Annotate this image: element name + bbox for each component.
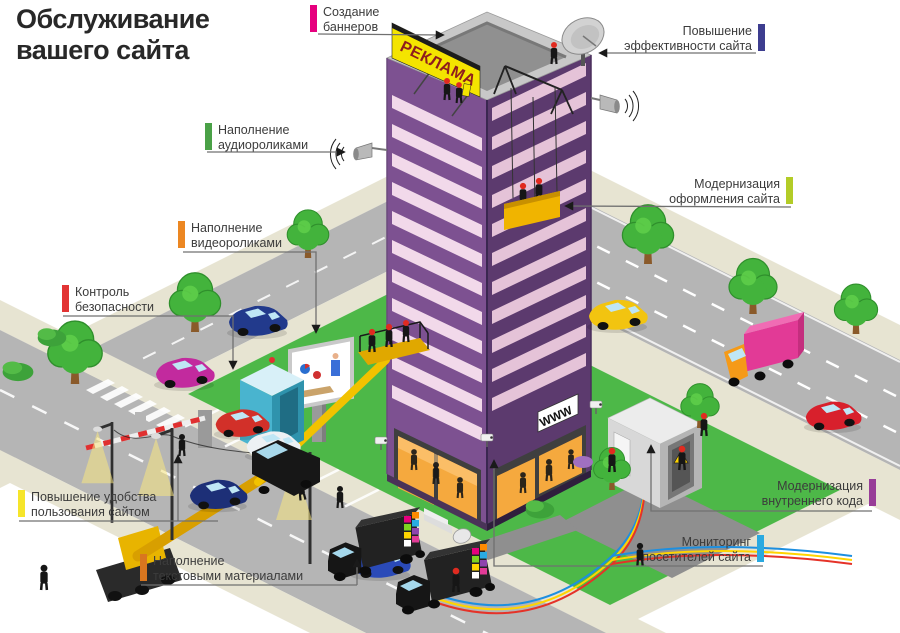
loudspeaker-left <box>330 138 388 170</box>
truck-cargo <box>472 544 487 579</box>
callout-label: Модернизация <box>777 479 863 493</box>
truck-dish-icon <box>452 528 472 544</box>
callout-label: Наполнение <box>191 221 263 235</box>
truck-cargo <box>404 512 419 547</box>
callout-label: Контроль <box>75 285 130 299</box>
callout-banner-creation: Создание баннеров <box>310 5 379 35</box>
crosswalk <box>86 379 185 429</box>
leader-video-content <box>183 251 321 334</box>
callout-label: оформления сайта <box>669 192 780 206</box>
callout-text-content: Наполнение текстовыми материалами <box>140 554 303 584</box>
pink-truck <box>724 312 804 387</box>
callout-label: Наполнение <box>153 554 225 568</box>
callout-visitor-monitoring: Мониторинг посетителей сайта <box>642 535 764 565</box>
page-title-line2: вашего сайта <box>16 35 189 65</box>
callout-label: пользования сайтом <box>31 505 150 519</box>
callout-label: аудиороликами <box>218 138 309 152</box>
callout-label: баннеров <box>323 20 379 34</box>
page-title-line1: Обслуживание <box>16 4 210 34</box>
walkway <box>470 478 760 578</box>
callout-color-bar <box>178 221 185 248</box>
window-washing-cradle <box>493 65 574 230</box>
callout-code-modernization: Модернизация внутреннего кода <box>762 479 876 509</box>
callout-color-bar <box>786 177 793 204</box>
callout-label: Создание <box>323 5 380 19</box>
callout-label: Модернизация <box>694 177 780 191</box>
van <box>252 440 320 496</box>
callout-label: Повышение удобства <box>31 490 157 504</box>
leader-security-control <box>63 315 238 370</box>
sound-waves-icon <box>624 90 639 122</box>
callout-label: внутреннего кода <box>761 494 863 508</box>
callout-label: посетителей сайта <box>642 550 751 564</box>
building-windows-left <box>392 95 482 441</box>
satellite-dish <box>549 17 605 66</box>
callout-site-efficiency: Повышение эффективности сайта <box>624 24 765 54</box>
vehicles <box>154 299 862 615</box>
callout-color-bar <box>18 490 25 517</box>
callout-security-control: Контроль безопасности <box>62 285 154 315</box>
leader-banner-creation <box>317 30 445 40</box>
callout-color-bar <box>310 5 317 32</box>
leader-visitor-monitoring <box>489 459 763 567</box>
storefront-right <box>493 425 586 523</box>
callout-color-bar <box>140 554 147 581</box>
callout-label: Мониторинг <box>681 535 751 549</box>
callout-color-bar <box>869 479 876 506</box>
callout-color-bar <box>205 123 212 150</box>
callout-label: видеороликами <box>191 236 282 250</box>
callout-color-bar <box>758 24 765 51</box>
callout-audio-content: Наполнение аудиороликами <box>205 123 308 153</box>
callout-color-bar <box>757 535 764 562</box>
network-cables <box>431 465 853 615</box>
leader-design-modernization <box>564 201 792 211</box>
callout-design-modernization: Модернизация оформления сайта <box>669 177 793 207</box>
callout-label: текстовыми материалами <box>153 569 304 583</box>
page-title: Обслуживание вашего сайта <box>16 4 210 66</box>
loudspeaker-right <box>590 90 639 122</box>
leader-code-modernization <box>646 444 872 512</box>
callout-label: Повышение <box>682 24 752 38</box>
callout-video-content: Наполнение видеороликами <box>178 221 282 251</box>
callout-label: Наполнение <box>218 123 290 137</box>
callout-usability-improvement: Повышение удобства пользования сайтом <box>18 490 156 520</box>
entrance-steps <box>424 508 448 526</box>
callout-label: эффективности сайта <box>624 39 752 53</box>
callout-label: безопасности <box>75 300 155 314</box>
callout-color-bar <box>62 285 69 312</box>
